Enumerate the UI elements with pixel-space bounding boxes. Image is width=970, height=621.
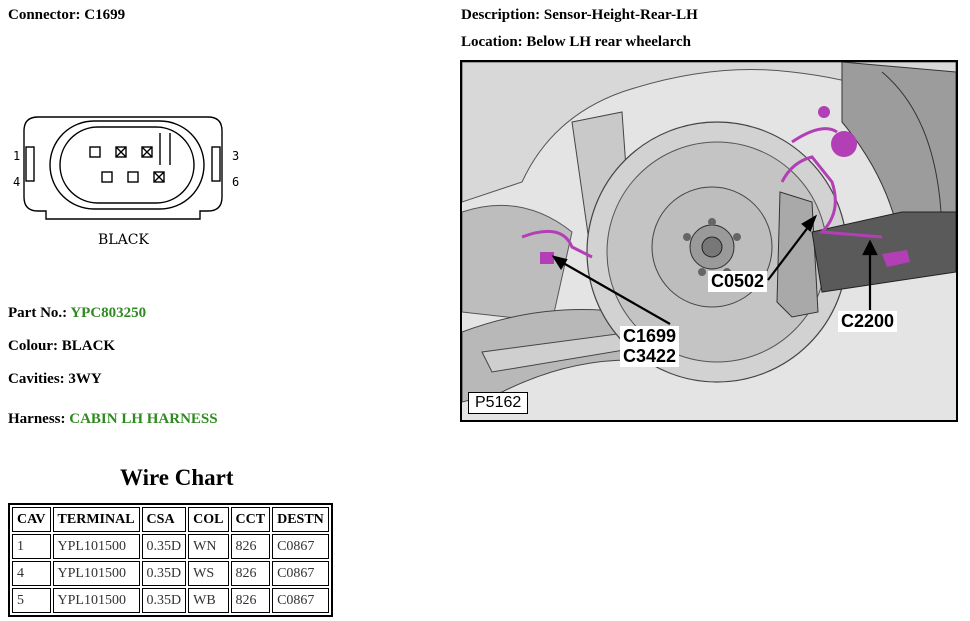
cell-csa: 0.35D: [141, 561, 187, 586]
part-number: Part No.: YPC803250: [8, 305, 147, 321]
cell-destn: C0867: [272, 588, 329, 613]
cell-destn: C0867: [272, 561, 329, 586]
cell-cct: 826: [230, 561, 271, 586]
colour-label: Colour: BLACK: [8, 338, 116, 354]
header-col: COL: [188, 507, 229, 532]
header-terminal: TERMINAL: [52, 507, 140, 532]
pin-3-label: 3: [232, 149, 239, 163]
header-cav: CAV: [12, 507, 51, 532]
wire-chart-table: CAV TERMINAL CSA COL CCT DESTN 1 YPL1015…: [8, 503, 333, 617]
location-figure: C0502 C1699 C3422 C2200 P5162: [460, 60, 958, 422]
table-row: 1 YPL101500 0.35D WN 826 C0867: [12, 534, 329, 559]
callout-c2200: C2200: [838, 311, 898, 332]
cell-col: WB: [188, 588, 229, 613]
part-number-link[interactable]: YPC803250: [70, 305, 147, 321]
callout-c1699: C1699: [620, 326, 680, 347]
cell-col: WN: [188, 534, 229, 559]
cell-col: WS: [188, 561, 229, 586]
callout-c3422: C3422: [620, 346, 680, 367]
cell-csa: 0.35D: [141, 534, 187, 559]
table-row: 5 YPL101500 0.35D WB 826 C0867: [12, 588, 329, 613]
header-cct: CCT: [230, 507, 271, 532]
suspension-illustration: [462, 62, 956, 420]
wire-chart-title: Wire Chart: [120, 465, 234, 490]
cell-terminal: YPL101500: [52, 561, 140, 586]
cell-cav: 5: [12, 588, 51, 613]
cell-csa: 0.35D: [141, 588, 187, 613]
connector-label: Connector: C1699: [8, 7, 126, 23]
header-csa: CSA: [141, 507, 187, 532]
cell-destn: C0867: [272, 534, 329, 559]
harness-link[interactable]: CABIN LH HARNESS: [69, 411, 218, 427]
cell-cav: 1: [12, 534, 51, 559]
pin-1-label: 1: [13, 149, 20, 163]
figure-id-label: P5162: [468, 392, 529, 414]
cavities-label: Cavities: 3WY: [8, 371, 102, 387]
wire-chart-header-row: CAV TERMINAL CSA COL CCT DESTN: [12, 507, 329, 532]
table-row: 4 YPL101500 0.35D WS 826 C0867: [12, 561, 329, 586]
cell-cct: 826: [230, 588, 271, 613]
connector-face-diagram: 1 4 3 6 BLACK: [13, 116, 239, 248]
callout-c0502: C0502: [708, 271, 768, 292]
cell-terminal: YPL101500: [52, 588, 140, 613]
pin-4-label: 4: [13, 175, 20, 189]
cell-terminal: YPL101500: [52, 534, 140, 559]
description-label: Description: Sensor-Height-Rear-LH: [461, 7, 698, 23]
harness-label: Harness: CABIN LH HARNESS: [8, 411, 218, 427]
cell-cct: 826: [230, 534, 271, 559]
header-destn: DESTN: [272, 507, 329, 532]
cell-cav: 4: [12, 561, 51, 586]
location-label: Location: Below LH rear wheelarch: [461, 34, 691, 50]
connector-color-label: BLACK: [98, 232, 149, 248]
pin-6-label: 6: [232, 175, 239, 189]
